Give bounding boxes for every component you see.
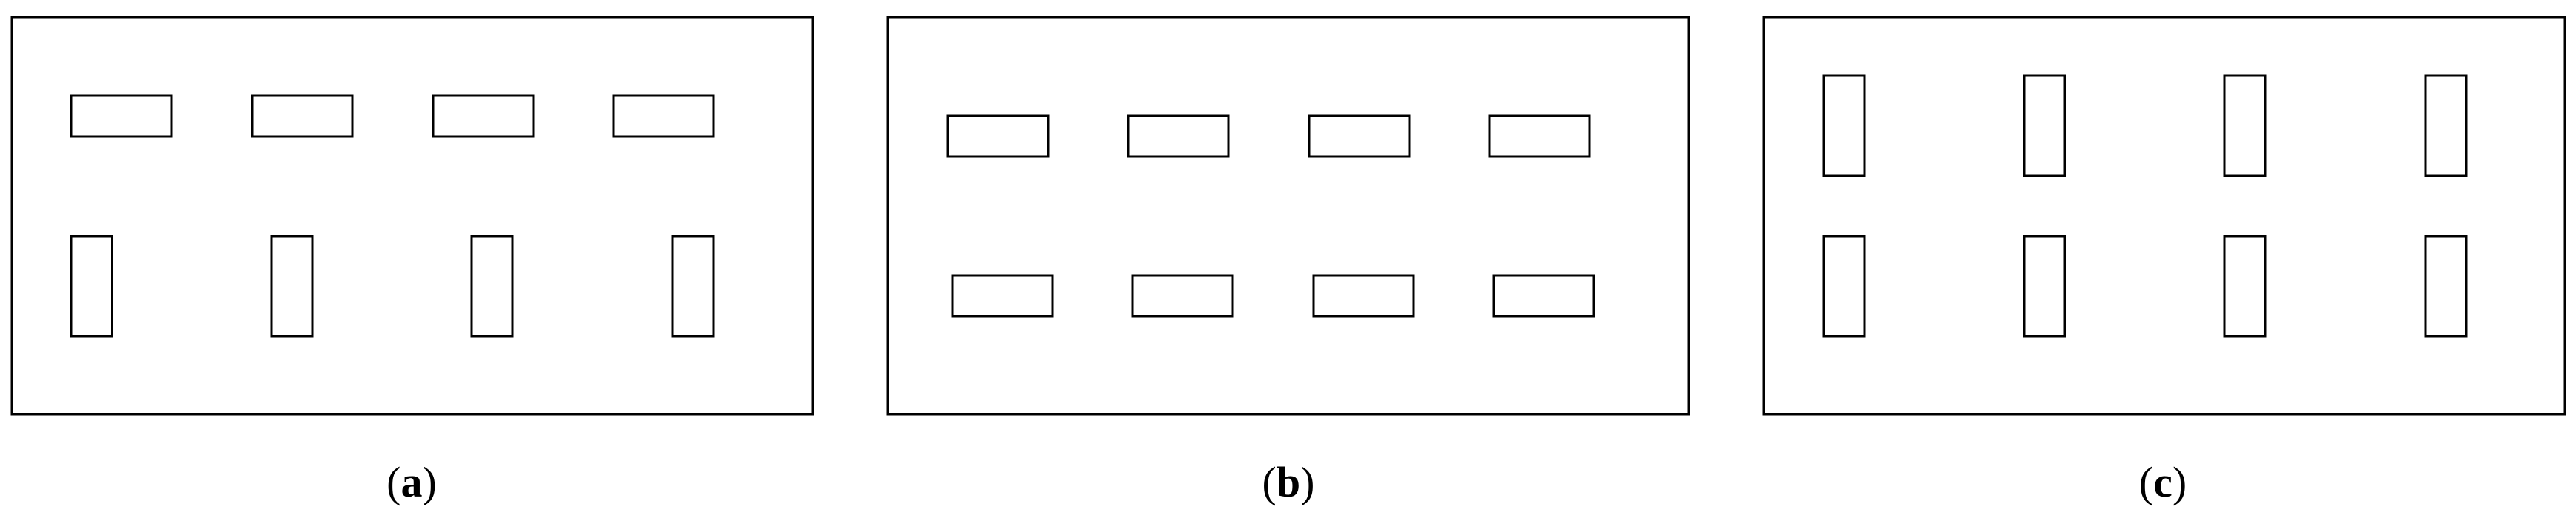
caption-b-close: ) [1300, 458, 1315, 506]
panel-a-vertical-block [270, 235, 314, 338]
panel-b-horizontal-block [1312, 274, 1415, 318]
panel-a-horizontal-block [432, 94, 535, 138]
panel-a-horizontal-block [251, 94, 354, 138]
panel-a-vertical-block [671, 235, 715, 338]
panel-b-horizontal-block [1488, 114, 1591, 158]
caption-b: (b) [1177, 453, 1400, 512]
caption-b-letter: b [1276, 458, 1301, 506]
caption-b-open: ( [1262, 458, 1277, 506]
panel-a-horizontal-block [612, 94, 715, 138]
panel-c-vertical-block [2424, 235, 2468, 338]
panel-a-horizontal-block [70, 94, 173, 138]
panel-c-vertical-block [2023, 235, 2066, 338]
caption-a-close: ) [422, 458, 437, 506]
panel-c-vertical-block [1822, 235, 1866, 338]
panel-c-vertical-block [2023, 74, 2066, 177]
caption-a-letter: a [401, 458, 423, 506]
panel-c-vertical-block [2424, 74, 2468, 177]
caption-c-close: ) [2172, 458, 2187, 506]
panel-c-vertical-block [2223, 235, 2267, 338]
panel-b-horizontal-block [946, 114, 1050, 158]
panel-b-horizontal-block [1308, 114, 1411, 158]
caption-c: (c) [2052, 453, 2274, 512]
panel-b-horizontal-block [1492, 274, 1595, 318]
panel-a-vertical-block [470, 235, 514, 338]
panel-c [1762, 16, 2566, 416]
panel-a-frame [10, 16, 814, 416]
panel-a [10, 16, 814, 416]
panel-b-horizontal-block [1131, 274, 1234, 318]
panel-b [886, 16, 1690, 416]
panel-b-frame [886, 16, 1690, 416]
panel-c-vertical-block [2223, 74, 2267, 177]
caption-c-letter: c [2153, 458, 2173, 506]
panel-a-vertical-block [70, 235, 113, 338]
panel-b-horizontal-block [951, 274, 1054, 318]
caption-a: (a) [300, 453, 523, 512]
panel-b-horizontal-block [1127, 114, 1230, 158]
caption-c-open: ( [2138, 458, 2154, 506]
panel-c-vertical-block [1822, 74, 1866, 177]
caption-a-open: ( [386, 458, 401, 506]
